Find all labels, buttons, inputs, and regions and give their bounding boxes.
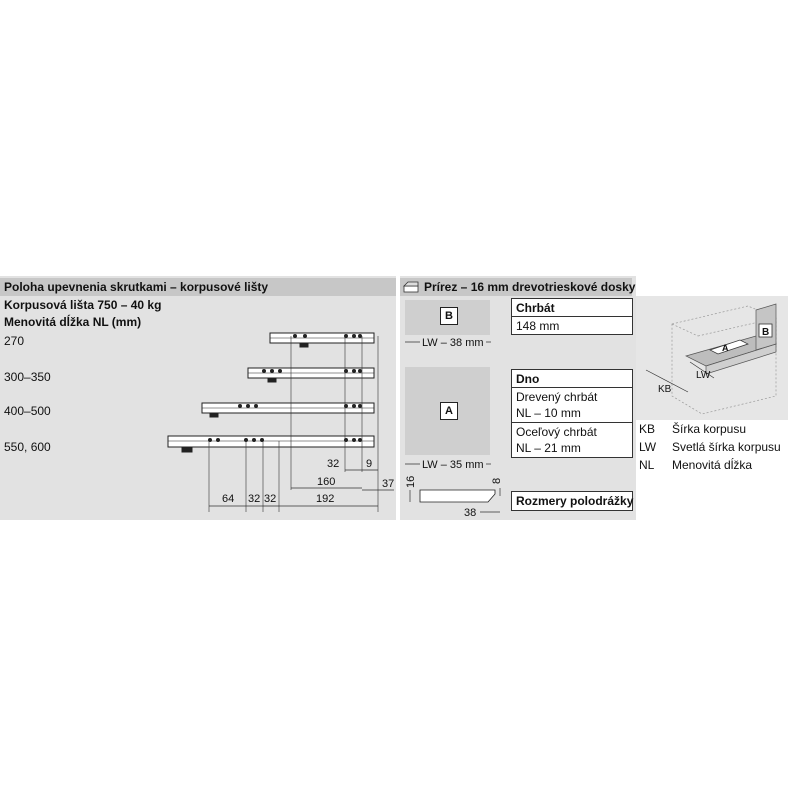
rail-270: [269, 332, 375, 348]
drawer-3d-illustration: B A LW KB: [645, 303, 778, 415]
label-3d-kb: KB: [658, 384, 672, 395]
dim-lw-35: LW – 35 mm: [420, 458, 486, 472]
dim-192: 192: [316, 493, 334, 505]
rail-550-600: [167, 435, 375, 453]
rail-model-label: Korpusová lišta 750 – 40 kg: [4, 298, 162, 312]
row-label-550-600: 550, 600: [4, 440, 51, 454]
chrbat-value: 148 mm: [511, 316, 633, 335]
board-icon: [403, 281, 419, 293]
row-label-270: 270: [4, 334, 25, 348]
panel-b-label: B: [440, 307, 458, 325]
middle-header: Prírez – 16 mm drevotrieskové dosky: [400, 278, 636, 296]
label-3d-a: A: [722, 343, 729, 353]
dim-32-b: 32: [264, 493, 276, 505]
label-3d-lw: LW: [696, 370, 711, 381]
panel-a-label: A: [440, 402, 458, 420]
row-label-300-350: 300–350: [4, 370, 51, 384]
profile-dim-38: 38: [464, 507, 476, 519]
legend-kb-abbr: KB: [639, 422, 656, 436]
dno-wood-line2: NL – 10 mm: [516, 406, 581, 420]
dno-steel-back: Oceľový chrbát NL – 21 mm: [511, 422, 633, 458]
dimension-labels: 32 9 160 37 64 32 32 192: [222, 458, 394, 505]
profile-dim-16: 16: [405, 476, 417, 488]
dim-37: 37: [382, 478, 394, 490]
legend-lw-desc: Svetlá šírka korpusu: [672, 440, 781, 454]
dim-9: 9: [366, 458, 372, 470]
label-3d-b: B: [762, 327, 769, 338]
legend-nl-desc: Menovitá dĺžka: [672, 458, 753, 472]
profile-dim-8: 8: [491, 478, 503, 484]
chrbat-title: Chrbát: [511, 298, 633, 317]
dno-steel-line2: NL – 21 mm: [516, 441, 581, 455]
rozmery-label: Rozmery polodrážky: [511, 491, 633, 511]
rail-400-500: [201, 402, 375, 418]
dno-steel-line1: Oceľový chrbát: [516, 425, 597, 439]
left-header: Poloha upevnenia skrutkami – korpusové l…: [0, 278, 396, 296]
dim-160: 160: [317, 476, 335, 488]
dim-64: 64: [222, 493, 234, 505]
dim-32-upper: 32: [327, 458, 339, 470]
left-panel: [0, 276, 396, 520]
legend-nl-abbr: NL: [639, 458, 655, 472]
groove-profile: 16 8 38: [405, 476, 503, 519]
rail-300-350: [247, 367, 375, 383]
nominal-length-label: Menovitá dĺžka NL (mm): [4, 315, 142, 329]
dno-title: Dno: [511, 369, 633, 388]
dim-lw-38: LW – 38 mm: [420, 336, 486, 350]
dno-wood-line1: Drevený chrbát: [516, 390, 598, 404]
legend-kb-desc: Šírka korpusu: [672, 422, 747, 436]
row-label-400-500: 400–500: [4, 404, 51, 418]
legend-lw-abbr: LW: [639, 440, 657, 454]
middle-header-label: Prírez – 16 mm drevotrieskové dosky: [424, 280, 636, 294]
dimension-extension-lines: [208, 336, 379, 512]
dno-wood-back: Drevený chrbát NL – 10 mm: [511, 387, 633, 423]
rail-drawings: 32 9 160 37 64 32 32 192: [167, 332, 394, 512]
dim-32-a: 32: [248, 493, 260, 505]
dimension-lines: [209, 469, 394, 507]
